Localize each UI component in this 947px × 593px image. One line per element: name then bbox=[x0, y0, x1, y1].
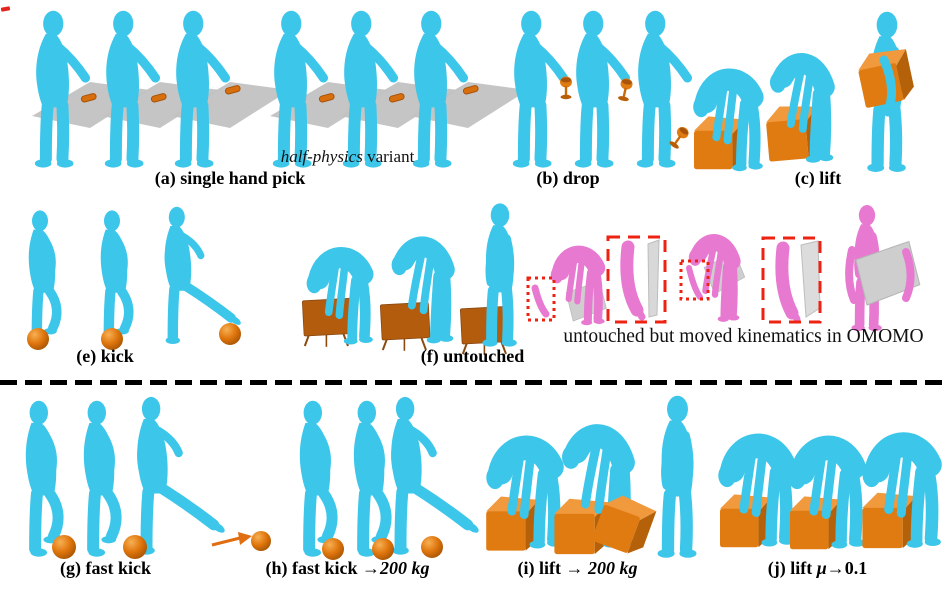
hand-detail bbox=[531, 284, 550, 318]
ball bbox=[27, 328, 49, 350]
half-physics-note: half-physics variant bbox=[240, 147, 455, 167]
panel-a-single-hand-pick bbox=[32, 11, 528, 168]
arm-over-board bbox=[845, 246, 858, 304]
panel-c-lift bbox=[693, 12, 917, 172]
finger-detail bbox=[633, 304, 646, 321]
red-dotted-highlight bbox=[679, 259, 710, 301]
caption-f: (f) untouched bbox=[420, 346, 525, 366]
motion-arrow bbox=[211, 536, 241, 547]
caption-j-prefix: (j) lift bbox=[767, 558, 817, 578]
note-italic-part: half-physics bbox=[280, 147, 363, 166]
goblet-object bbox=[617, 77, 634, 103]
omomo-note: untouched but moved kinematics in OMOMO bbox=[563, 326, 924, 347]
human-figure bbox=[300, 401, 332, 557]
human-figure bbox=[354, 401, 386, 557]
caption-i: (i) lift → 200 kg bbox=[480, 558, 675, 579]
human-figure bbox=[26, 401, 58, 557]
panel-b-drop bbox=[513, 11, 691, 168]
caption-j-mu: μ bbox=[816, 558, 827, 578]
panel-i-lift-heavy bbox=[486, 396, 696, 558]
arm-detail bbox=[775, 241, 799, 320]
caption-j-value: 0.1 bbox=[844, 558, 868, 578]
caption-j-arrow: → bbox=[826, 558, 845, 578]
caption-b: (b) drop bbox=[536, 168, 600, 188]
ball bbox=[123, 535, 147, 559]
caption-h-prefix: (h) fast kick bbox=[265, 558, 362, 578]
ball bbox=[219, 323, 241, 345]
caption-c: (c) lift bbox=[794, 168, 842, 188]
board-edge-detail bbox=[647, 239, 660, 318]
human-figure bbox=[637, 11, 688, 168]
human-figure-omomo bbox=[689, 242, 740, 322]
human-figure bbox=[575, 11, 626, 168]
arm-over-box bbox=[879, 55, 896, 117]
panel-g-fast-kick bbox=[26, 397, 271, 559]
caption-i-value: 200 kg bbox=[587, 558, 638, 578]
panel-j-lift-low-friction bbox=[718, 445, 941, 549]
human-figure bbox=[84, 401, 116, 557]
human-figure bbox=[137, 397, 226, 555]
arm-detail bbox=[620, 240, 644, 317]
caption-i-prefix: (i) lift bbox=[517, 558, 566, 578]
hand-detail bbox=[686, 265, 703, 300]
ball bbox=[421, 536, 443, 558]
ball bbox=[372, 538, 394, 560]
caption-h-value: 200 kg bbox=[380, 558, 430, 578]
panel-e-kick bbox=[27, 207, 242, 350]
ball bbox=[251, 531, 271, 551]
ball bbox=[52, 535, 76, 559]
human-figure bbox=[391, 397, 480, 555]
goblet-object bbox=[560, 76, 572, 100]
caption-g: (g) fast kick bbox=[60, 558, 151, 578]
ball bbox=[101, 328, 123, 350]
human-figure bbox=[658, 396, 697, 558]
red-dashed-zoom-box bbox=[606, 235, 667, 324]
panel-f-untouched bbox=[302, 203, 516, 356]
motion-arrow-head bbox=[238, 532, 252, 545]
caption-h: (h) fast kick →200 kg bbox=[240, 558, 455, 579]
arm-over-board bbox=[902, 248, 915, 302]
human-figure bbox=[101, 210, 129, 346]
human-figure bbox=[29, 210, 57, 346]
red-dashed-zoom-box bbox=[761, 236, 822, 324]
red-dotted-highlight bbox=[526, 276, 556, 322]
dashed-separator bbox=[0, 380, 947, 385]
caption-j: (j) lift μ→0.1 bbox=[720, 558, 915, 579]
panel-omomo-kinematics bbox=[526, 205, 922, 331]
finger-detail bbox=[788, 307, 801, 323]
panel-h-fast-kick-heavy bbox=[300, 397, 481, 560]
caption-a: (a) single hand pick bbox=[154, 168, 306, 188]
caption-e: (e) kick bbox=[76, 346, 134, 366]
falling-goblet bbox=[667, 124, 691, 151]
caption-i-arrow: → bbox=[565, 558, 588, 578]
ball bbox=[322, 538, 344, 560]
human-figure bbox=[513, 11, 564, 168]
note-regular-part: variant bbox=[362, 147, 415, 166]
caption-h-arrow: → bbox=[362, 558, 380, 578]
